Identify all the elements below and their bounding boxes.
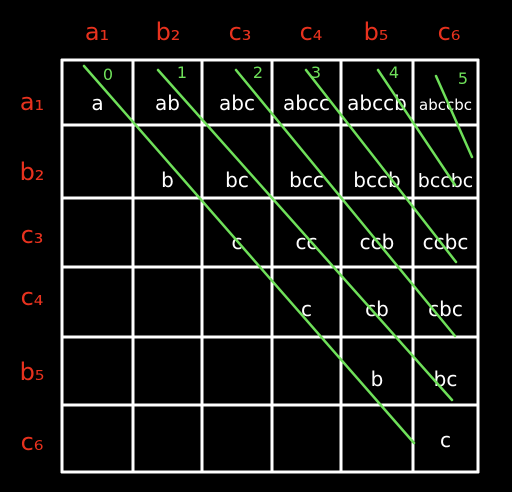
diagonal-line: [304, 68, 458, 264]
table-cell-text: c: [440, 428, 451, 452]
diagonal-label: 5: [458, 69, 468, 88]
table-cell-text: abccbc: [419, 96, 472, 114]
table-cell-text: bc: [225, 168, 249, 192]
table-cell-text: c: [301, 297, 312, 321]
table-cell-text: bcc: [289, 168, 324, 192]
column-header: c₃: [229, 18, 252, 46]
table-cell-text: ab: [155, 91, 180, 115]
row-header: a₁: [20, 88, 44, 116]
diagonal-line: [376, 68, 457, 187]
table-cell-text: bc: [434, 367, 458, 391]
diagonal-line: [82, 64, 416, 445]
diagonal-label: 4: [389, 63, 399, 82]
column-header: a₁: [85, 18, 109, 46]
row-header: b₂: [20, 158, 45, 186]
column-header: c₄: [300, 18, 323, 46]
diagonal-line: [434, 74, 474, 159]
table-cell-text: abccb: [347, 91, 407, 115]
column-header: b₂: [156, 18, 181, 46]
diagonal-label: 0: [103, 65, 113, 84]
column-headers: a₁ b₂ c₃ c₄ b₅ c₆: [85, 18, 461, 46]
diagonal-label: 3: [311, 63, 321, 82]
table-cell-text: abc: [219, 91, 255, 115]
row-headers: a₁ b₂ c₃ c₄ b₅ c₆: [20, 88, 45, 456]
table-cell-text: b: [371, 367, 384, 391]
diagonal-labels: 0 1 2 3 4 5: [103, 63, 468, 88]
column-header: b₅: [364, 18, 389, 46]
diagonal-line: [234, 68, 457, 338]
diagonal-lines: [82, 64, 474, 445]
table-grid: [60, 58, 480, 474]
table-cell-text: abcc: [283, 91, 330, 115]
table-cell-text: cc: [296, 230, 318, 254]
row-header: b₅: [20, 358, 45, 386]
column-header: c₆: [438, 18, 461, 46]
row-header: c₄: [21, 283, 44, 311]
row-header: c₆: [21, 428, 44, 456]
table-cell-text: bccb: [353, 168, 400, 192]
diagonal-label: 2: [253, 63, 263, 82]
diagonal-line: [156, 68, 454, 402]
row-header: c₃: [21, 221, 44, 249]
table-cell-text: a: [91, 91, 103, 115]
table-cell-text: bccbc: [418, 170, 473, 192]
table-cell-text: b: [161, 168, 174, 192]
table-cell-text: cb: [365, 297, 389, 321]
diagonal-label: 1: [177, 63, 187, 82]
